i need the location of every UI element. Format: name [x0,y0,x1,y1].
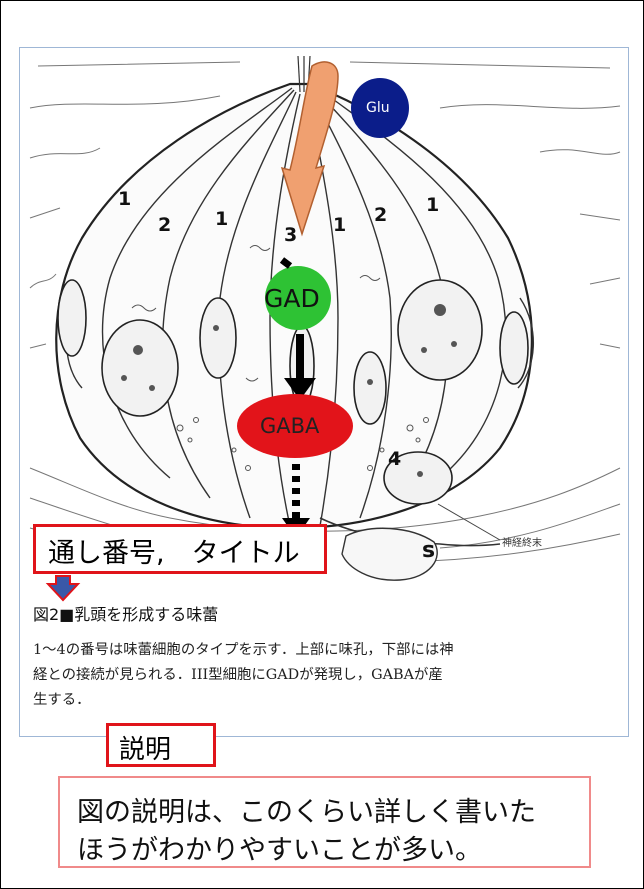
caption-line-3: 生する． [33,692,91,708]
glu-molecule [351,78,409,138]
cell-number-3: 1 [215,208,229,230]
cell-number-1: 1 [118,188,132,210]
nerve-ending-leader [437,503,501,541]
s-cell-label: s [422,538,436,563]
gad-enzyme [265,266,331,330]
cell-number-4: 3 [284,224,298,246]
caption-line-2: 経との接続が見られる．III型細胞にGADが発現し，GABAが産 [33,667,443,683]
cell-number-5: 1 [333,214,347,236]
serial-title-callout: 通し番号, タイトル [33,524,327,574]
glu-uptake-arrow [280,61,339,237]
cell-number-6: 2 [374,204,388,226]
gaba-label: GABA [260,414,320,438]
description-callout: 説明 [106,723,216,767]
chromatin [121,304,457,477]
nerve-ending-label: 神経終末 [502,538,542,549]
cell-number-8: 4 [388,448,402,470]
caption-line-1: 1～4の番号は味蕾細胞のタイプを示す．上部に味孔，下部には神 [33,642,454,658]
note-line-1: 図の説明は、このくらい詳しく書いた [77,797,536,828]
arrow-gad-to-gaba-head [284,378,316,400]
figure-caption: 1～4の番号は味蕾細胞のタイプを示す．上部に味孔，下部には神 経との接続が見られ… [33,638,621,713]
figure-panel: Glu GAD GABA 1 2 1 3 1 2 1 4 s 神経終末 [19,47,629,737]
serial-title-text: 通し番号, タイトル [48,538,300,569]
cell-number-7: 1 [426,194,440,216]
note-box: 図の説明は、このくらい詳しく書いた ほうがわかりやすいことが多い。 [58,776,591,868]
gaba-molecule [237,394,353,458]
glu-label: Glu [366,100,390,116]
cell-number-2: 2 [158,214,172,236]
note-line-2: ほうがわかりやすいことが多い。 [77,835,482,866]
arrow-to-gad [279,257,293,269]
s-cell-outline [341,527,438,581]
description-text: 説明 [119,735,172,765]
taste-cells [65,87,535,527]
figure-title: 図2■乳頭を形成する味蕾 [33,605,219,624]
gad-label: GAD [264,284,320,313]
title-callout-arrow [45,575,81,602]
